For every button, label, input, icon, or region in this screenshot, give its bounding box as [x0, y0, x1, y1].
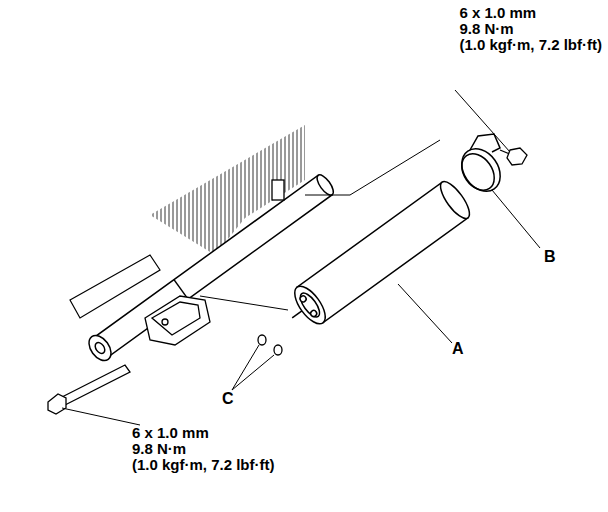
callout-letter: B — [544, 248, 556, 265]
torque-spec: 9.8 N·m — [459, 20, 513, 37]
torque-spec: 6 x 1.0 mm — [132, 424, 209, 441]
callout-letter: C — [222, 390, 234, 407]
callout-letter: A — [452, 340, 464, 357]
torque-spec: (1.0 kgf·m, 7.2 lbf·ft) — [459, 36, 602, 53]
torque-spec: 9.8 N·m — [132, 440, 186, 457]
torque-spec: 6 x 1.0 mm — [459, 4, 536, 21]
torque-spec: (1.0 kgf·m, 7.2 lbf·ft) — [132, 456, 275, 473]
